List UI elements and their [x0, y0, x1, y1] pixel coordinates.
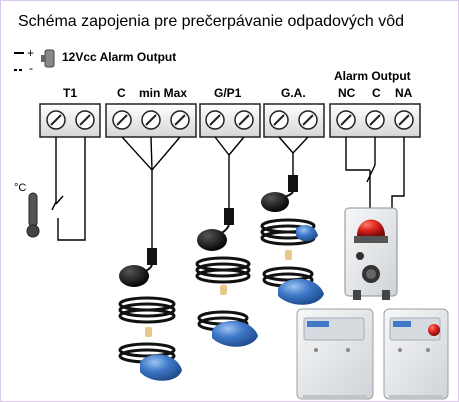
terminal-block-3 [199, 103, 261, 138]
thermometer-icon [26, 192, 40, 238]
minmax-wiring [121, 136, 405, 248]
terminal-label-ga: G.A. [281, 86, 306, 100]
terminal-label-t1: T1 [63, 86, 78, 100]
screw-terminal-na [394, 110, 414, 130]
screw-terminal-gaa [269, 110, 289, 130]
float-switch-ga [260, 175, 324, 305]
screw-terminal-t1a [46, 110, 66, 130]
terminal-label-min-max: min Max [139, 86, 188, 100]
terminal-block-5 [329, 103, 421, 138]
float-switch-minmax [118, 248, 182, 381]
screw-terminal-max [170, 110, 190, 130]
terminal-block-1 [39, 103, 101, 138]
terminal-label-c: C [117, 86, 126, 100]
terminal-label-nc: NC [338, 86, 356, 100]
screw-terminal-c [112, 110, 132, 130]
alarm-output-header: Alarm Output [334, 69, 411, 83]
screw-terminal-gab [298, 110, 318, 130]
terminal-block-2 [105, 103, 197, 138]
control-panel-1 [296, 308, 374, 400]
float-switch-gp1 [195, 208, 258, 347]
thermostat-wiring [51, 137, 86, 241]
terminal-label-na: NA [395, 86, 413, 100]
terminal-label-gp1: G/P1 [214, 86, 242, 100]
screw-terminal-c2 [365, 110, 385, 130]
dc-power-symbol: + - [14, 46, 55, 75]
screw-terminal-gp1a [205, 110, 225, 130]
screw-terminal-min [141, 110, 161, 130]
alarm-siren [344, 207, 398, 300]
plus-sign: + [27, 46, 34, 60]
page-title: Schéma zapojenia pre prečerpávanie odpad… [18, 13, 405, 30]
terminal-label-c2: C [372, 86, 381, 100]
minus-sign: - [29, 61, 33, 75]
control-panel-2 [383, 308, 449, 400]
screw-terminal-t1b [75, 110, 95, 130]
power-output-label: 12Vcc Alarm Output [62, 50, 177, 64]
terminal-block-4 [263, 103, 325, 138]
alarm-speaker-icon [44, 49, 55, 68]
screw-terminal-gp1b [234, 110, 254, 130]
celsius-symbol: °C [14, 182, 26, 194]
screw-terminal-nc [336, 110, 356, 130]
